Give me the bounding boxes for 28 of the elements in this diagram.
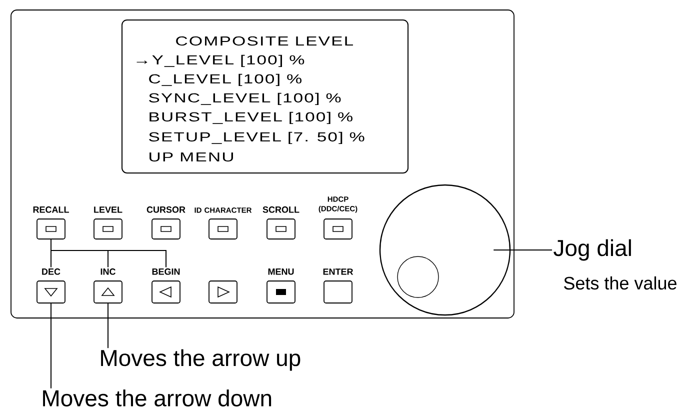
callout-text: Jog dial xyxy=(554,239,631,261)
push-button: SCROLL xyxy=(262,206,300,240)
note-text: Sets the value xyxy=(564,276,676,290)
node-label: ENTER xyxy=(323,268,354,275)
leader-line xyxy=(50,302,52,389)
push-button: CURSOR xyxy=(146,206,186,240)
jog-dial-drawing xyxy=(379,184,511,316)
bracket-line xyxy=(50,238,166,268)
node-label: INC xyxy=(100,268,116,275)
display-screen: COMPOSITE LEVEL →Y_LEVEL [100] % C_LEVEL [100] % SYNC_LEVEL [100] % BURST_LEVEL [100] % SETUP_LEVEL [7. 50] % UP MENU xyxy=(122,20,408,174)
push-button: LEVEL xyxy=(94,206,122,240)
push-button: INC xyxy=(94,268,122,304)
panel-outline xyxy=(10,10,514,318)
push-button: DEC xyxy=(36,268,66,304)
push-button: MENU xyxy=(266,268,296,304)
push-button xyxy=(208,280,238,304)
node-label: SCROLL xyxy=(262,206,300,213)
node-label: BEGIN xyxy=(152,268,180,275)
node-label: CURSOR xyxy=(146,206,186,213)
node-label: MENU xyxy=(268,268,294,275)
node-label: DEC xyxy=(42,268,60,275)
node-label: RECALL xyxy=(33,206,69,213)
node-label: LEVEL xyxy=(94,206,122,213)
push-button: ENTER xyxy=(323,268,354,304)
callout-text: Moves the arrow down xyxy=(43,390,272,406)
push-button: RECALL xyxy=(33,206,69,240)
push-button: BEGIN xyxy=(152,268,180,304)
callout-text: Moves the arrow up xyxy=(101,349,300,371)
